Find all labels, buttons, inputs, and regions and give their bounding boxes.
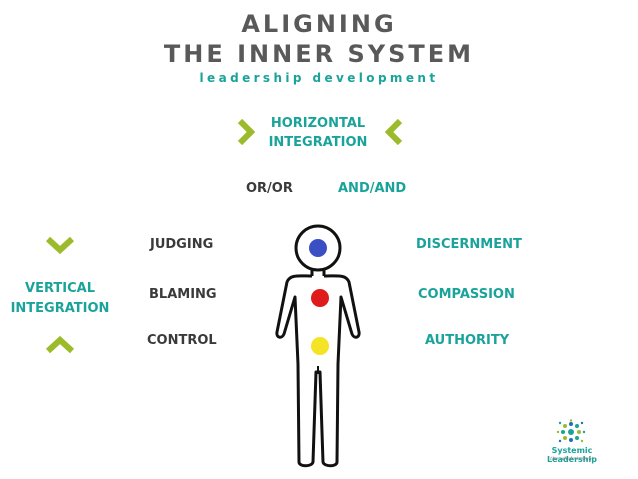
chevron-down-icon	[45, 236, 75, 255]
right-item-discernment: DISCERNMENT	[416, 237, 522, 252]
left-item-blaming: BLAMING	[149, 287, 217, 302]
mode-and-and: AND/AND	[338, 181, 407, 196]
logo-tagline: the whole insight	[550, 456, 594, 462]
horizontal-line-1: HORIZONTAL	[270, 116, 366, 131]
belly-dot	[311, 337, 329, 355]
vertical-line-2: INTEGRATION	[10, 301, 110, 316]
vertical-integration-label: VERTICAL INTEGRATION	[0, 279, 120, 319]
vertical-line-1: VERTICAL	[25, 281, 95, 296]
logo-name: Systemic Leadership	[547, 446, 597, 464]
human-figure	[275, 224, 361, 468]
subtitle: leadership development	[199, 71, 439, 85]
mode-or-or: OR/OR	[246, 181, 293, 196]
right-item-authority: AUTHORITY	[425, 333, 510, 348]
right-item-compassion: COMPASSION	[418, 287, 515, 302]
chevron-left-icon	[384, 118, 403, 146]
horizontal-integration-label: HORIZONTAL INTEGRATION	[262, 114, 374, 152]
chevron-up-icon	[45, 335, 75, 354]
title-line-1: ALIGNING	[241, 10, 397, 38]
chevron-right-icon	[237, 118, 256, 146]
left-item-control: CONTROL	[147, 333, 217, 348]
horizontal-line-2: INTEGRATION	[268, 135, 368, 150]
figure-head	[294, 224, 342, 272]
left-item-judging: JUDGING	[150, 237, 214, 252]
systemic-leadership-logo-icon	[556, 419, 586, 443]
title-line-2: THE INNER SYSTEM	[163, 40, 475, 68]
heart-dot	[311, 289, 329, 307]
head-dot	[309, 239, 327, 257]
